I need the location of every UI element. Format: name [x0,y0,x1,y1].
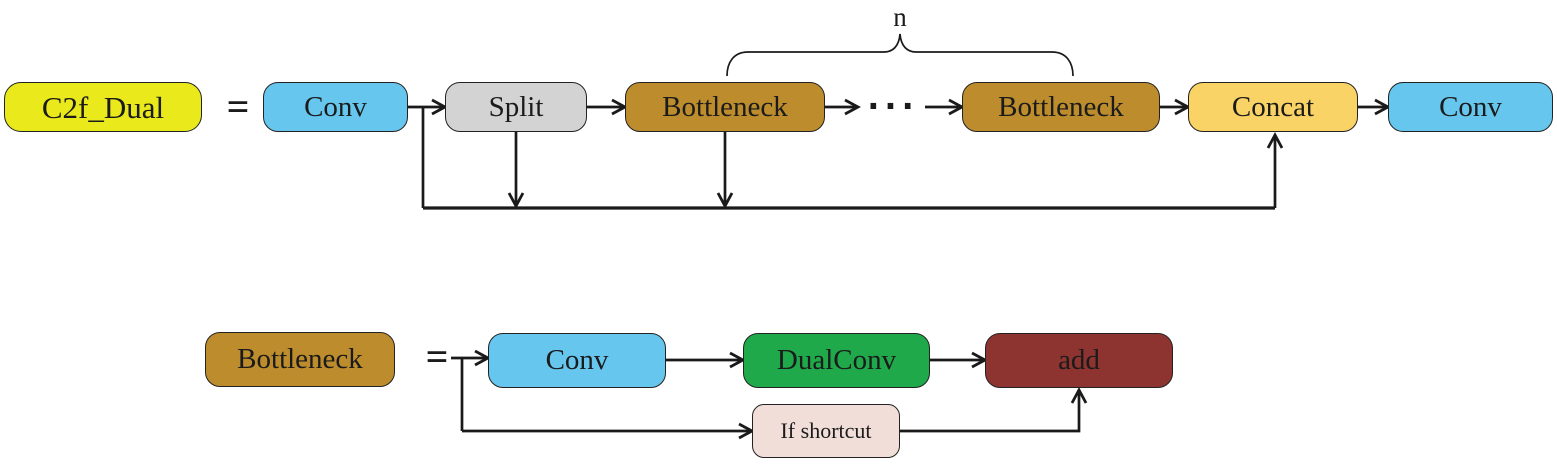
arrow-if-shortcut-to-add [900,387,1088,433]
ellipsis-dots: ··· [867,87,919,125]
bottleneck-definition-box: Bottleneck [205,332,395,387]
equals-sign-top: = [226,84,250,129]
split-box: Split [445,82,587,132]
bottleneck-conv-box: Conv [488,333,666,388]
conv-out-box: Conv [1388,82,1553,132]
c2f-dual-box: C2f_Dual [4,82,202,132]
if-shortcut-box: If shortcut [752,404,900,458]
concat-box: Concat [1188,82,1358,132]
add-box: add [985,333,1173,388]
bottleneck-first-box: Bottleneck [625,82,825,132]
equals-sign-bottom: = [425,334,449,379]
repeat-brace [726,33,1074,77]
dualconv-box: DualConv [743,333,930,388]
conv-in-box: Conv [263,82,408,132]
repeat-count-label: n [893,1,907,32]
bottleneck-last-box: Bottleneck [962,82,1160,132]
